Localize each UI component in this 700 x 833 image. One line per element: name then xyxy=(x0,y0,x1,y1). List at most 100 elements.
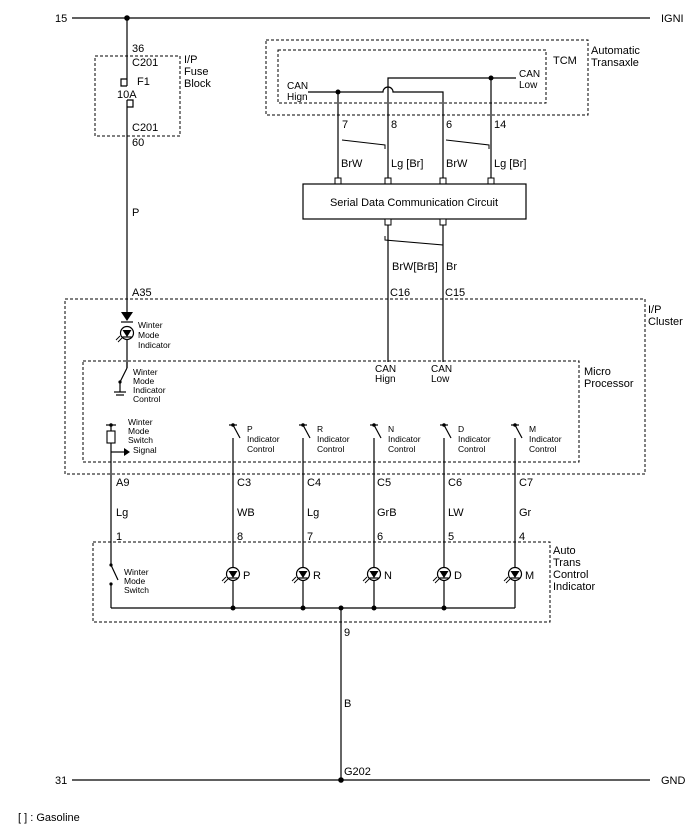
lower-pin-3: 7 xyxy=(307,531,313,543)
fuse-connector-top: C201 xyxy=(132,57,158,69)
winter-control-1: Winter xyxy=(133,367,158,377)
ip-cluster: I/P Cluster A35 Winter Mode Indicator Mi… xyxy=(64,287,683,608)
indicator-title-3: Control xyxy=(553,569,588,581)
indicator-winter-switch-1: Winter xyxy=(124,567,149,577)
tcm-pin-1: 7 xyxy=(342,119,348,131)
fuse-pin-top: 36 xyxy=(132,43,144,55)
transaxle-title-2: Transaxle xyxy=(591,57,639,69)
lower-pin-6: 4 xyxy=(519,531,525,543)
lamp-d-label: D xyxy=(454,570,462,582)
tcm-can-high-2: Hign xyxy=(287,92,308,103)
winter-indicator-1: Winter xyxy=(138,320,163,330)
lower-wire-color-4: GrB xyxy=(377,507,397,519)
control-n-line2: Indicator xyxy=(388,434,421,444)
fuse-block-title-1: I/P xyxy=(184,54,197,66)
ground-wire-color: B xyxy=(344,698,351,710)
tcm-wire-color-2: Lg [Br] xyxy=(391,158,423,170)
serial-wire-color-right: Br xyxy=(446,261,457,273)
lower-connector-2: C3 xyxy=(237,477,251,489)
control-r-line2: Indicator xyxy=(317,434,350,444)
control-n-line3: Control xyxy=(388,444,416,454)
winter-switch-signal-3: Switch xyxy=(128,435,153,445)
rail-bottom: 31 GND xyxy=(55,775,686,787)
control-n-letter: N xyxy=(388,424,394,434)
winter-indicator-2: Mode xyxy=(138,330,160,340)
indicator-winter-switch-3: Switch xyxy=(124,585,149,595)
lower-pin-1: 1 xyxy=(116,531,122,543)
ground-point: G202 xyxy=(344,766,371,778)
serial-wire-color-left: BrW[BrB] xyxy=(392,261,438,273)
control-d-letter: D xyxy=(458,424,464,434)
winter-control-2: Mode xyxy=(133,376,155,386)
tcm-pin-4: 14 xyxy=(494,119,506,131)
lower-wire-color-5: LW xyxy=(448,507,464,519)
serial-connector-left: C16 xyxy=(390,287,410,299)
fuse-block-title-3: Block xyxy=(184,78,211,90)
lower-connector-5: C6 xyxy=(448,477,462,489)
indicator-title-1: Auto xyxy=(553,545,576,557)
lower-pin-2: 8 xyxy=(237,531,243,543)
control-p-line2: Indicator xyxy=(247,434,280,444)
lamp-r-label: R xyxy=(313,570,321,582)
serial-connector-right: C15 xyxy=(445,287,465,299)
control-p-letter: P xyxy=(247,424,253,434)
lower-pin-4: 6 xyxy=(377,531,383,543)
lower-harness: A9 C3 C4 C5 C6 C7 Lg WB Lg GrB LW Gr 1 8… xyxy=(110,476,533,565)
lamp-n-label: N xyxy=(384,570,392,582)
wire-color-p: P xyxy=(132,207,139,219)
control-m-line2: Indicator xyxy=(529,434,562,444)
ground-pin: 9 xyxy=(344,627,350,639)
control-r-line3: Control xyxy=(317,444,345,454)
control-r-letter: R xyxy=(317,424,323,434)
lower-wire-color-3: Lg xyxy=(307,507,319,519)
control-d-line3: Control xyxy=(458,444,486,454)
indicator-title-4: Indicator xyxy=(553,581,596,593)
tcm-module: TCM Automatic Transaxle CAN Hign CAN Low… xyxy=(265,39,640,178)
fuse-name: F1 xyxy=(137,76,150,88)
transaxle-title-1: Automatic xyxy=(591,45,640,57)
cluster-title-1: I/P xyxy=(648,304,661,316)
lower-pin-5: 5 xyxy=(448,531,454,543)
lower-wire-color-2: WB xyxy=(237,507,255,519)
winter-indicator-3: Indicator xyxy=(138,340,171,350)
tcm-wire-color-3: BrW xyxy=(446,158,468,170)
rail-bottom-right-label: GND xyxy=(661,775,686,787)
fuse-block-title-2: Fuse xyxy=(184,66,208,78)
control-p-line3: Control xyxy=(247,444,275,454)
serial-data-circuit: Serial Data Communication Circuit BrW[Br… xyxy=(302,177,527,362)
lower-connector-1: A9 xyxy=(116,477,129,489)
tcm-pin-2: 8 xyxy=(391,119,397,131)
micro-can-low-2: Low xyxy=(431,374,450,385)
tcm-wire-color-4: Lg [Br] xyxy=(494,158,526,170)
legend-note: [ ] : Gasoline xyxy=(18,812,80,824)
lower-connector-3: C4 xyxy=(307,477,321,489)
tcm-wire-color-1: BrW xyxy=(341,158,363,170)
control-m-line3: Control xyxy=(529,444,557,454)
control-d-line2: Indicator xyxy=(458,434,491,444)
tcm-can-low-1: CAN xyxy=(519,69,540,80)
winter-control-4: Control xyxy=(133,394,161,404)
fuse-block: 36 C201 F1 10A C201 60 I/P Fuse Block P xyxy=(94,18,211,312)
rail-top: 15 IGNI xyxy=(55,13,684,25)
lower-connector-6: C7 xyxy=(519,477,533,489)
serial-circuit-label: Serial Data Communication Circuit xyxy=(330,197,498,209)
tcm-can-high-1: CAN xyxy=(287,81,308,92)
winter-switch-signal-1: Winter xyxy=(128,417,153,427)
indicator-winter-switch-2: Mode xyxy=(124,576,146,586)
lamp-m-label: M xyxy=(525,570,534,582)
rail-top-right-label: IGNI xyxy=(661,13,684,25)
fuse-connector-bottom: C201 xyxy=(132,122,158,134)
lower-wire-color-1: Lg xyxy=(116,507,128,519)
indicator-title-2: Trans xyxy=(553,557,581,569)
fuse-rating: 10A xyxy=(117,89,137,101)
micro-can-low-1: CAN xyxy=(431,364,452,375)
tcm-can-low-2: Low xyxy=(519,80,538,91)
rail-bottom-left-label: 31 xyxy=(55,775,67,787)
auto-trans-indicator: Auto Trans Control Indicator Winter Mode… xyxy=(92,541,596,780)
tcm-pin-3: 6 xyxy=(446,119,452,131)
micro-title-2: Processor xyxy=(584,378,634,390)
cluster-title-2: Cluster xyxy=(648,316,683,328)
micro-can-high-2: Hign xyxy=(375,374,396,385)
winter-switch-signal-4: Signal xyxy=(133,445,157,455)
